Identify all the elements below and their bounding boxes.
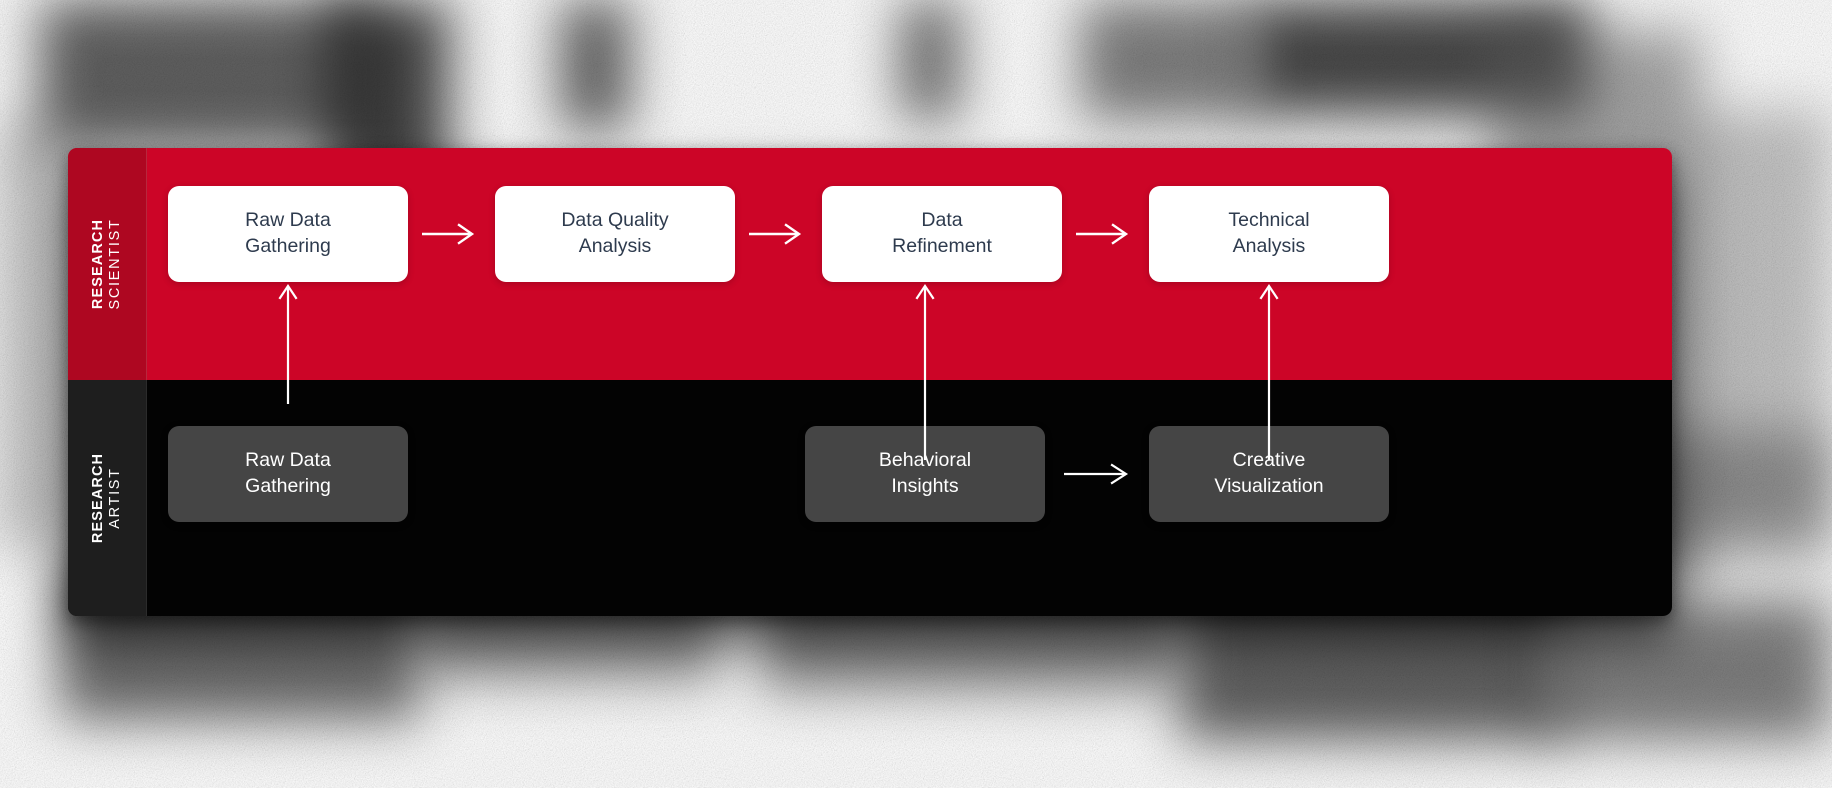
arrow-right-icon <box>1074 222 1138 246</box>
node-raw-data-gathering-artist[interactable]: Raw Data Gathering <box>168 426 408 522</box>
arrow-right-icon <box>420 222 484 246</box>
lane-label-scientist: RESEARCH SCIENTIST <box>90 218 124 309</box>
node-label: Data Refinement <box>892 209 992 257</box>
arrow-right-icon <box>747 222 811 246</box>
swimlane-panel: RESEARCH SCIENTIST Raw Data Gathering Da… <box>68 148 1672 616</box>
lane-body-artist: Raw Data Gathering Behavioral Insights C… <box>146 380 1672 616</box>
node-data-quality-analysis[interactable]: Data Quality Analysis <box>495 186 735 282</box>
lane-research-artist: RESEARCH ARTIST Raw Data Gathering Behav… <box>68 380 1672 616</box>
lane-label-line1: RESEARCH <box>89 452 106 544</box>
node-behavioral-insights[interactable]: Behavioral Insights <box>805 426 1045 522</box>
node-label: Raw Data Gathering <box>245 449 331 497</box>
node-label: Creative Visualization <box>1214 449 1324 497</box>
lane-label-column-artist: RESEARCH ARTIST <box>68 380 147 616</box>
lane-research-scientist: RESEARCH SCIENTIST Raw Data Gathering Da… <box>68 148 1672 380</box>
node-label: Technical Analysis <box>1228 209 1310 257</box>
node-raw-data-gathering-scientist[interactable]: Raw Data Gathering <box>168 186 408 282</box>
lane-label-line2: SCIENTIST <box>107 218 123 310</box>
arrow-right-icon <box>1062 462 1129 486</box>
lane-label-column-scientist: RESEARCH SCIENTIST <box>68 148 147 380</box>
lane-label-artist: RESEARCH ARTIST <box>90 453 124 543</box>
lane-body-scientist: Raw Data Gathering Data Quality Analysis… <box>146 148 1672 380</box>
node-technical-analysis[interactable]: Technical Analysis <box>1149 186 1389 282</box>
node-data-refinement[interactable]: Data Refinement <box>822 186 1062 282</box>
lane-label-line2: ARTIST <box>107 467 123 529</box>
node-label: Raw Data Gathering <box>245 209 331 257</box>
lane-label-line1: RESEARCH <box>89 218 106 310</box>
node-creative-visualization[interactable]: Creative Visualization <box>1149 426 1389 522</box>
node-label: Data Quality Analysis <box>561 209 669 257</box>
node-label: Behavioral Insights <box>878 449 972 497</box>
